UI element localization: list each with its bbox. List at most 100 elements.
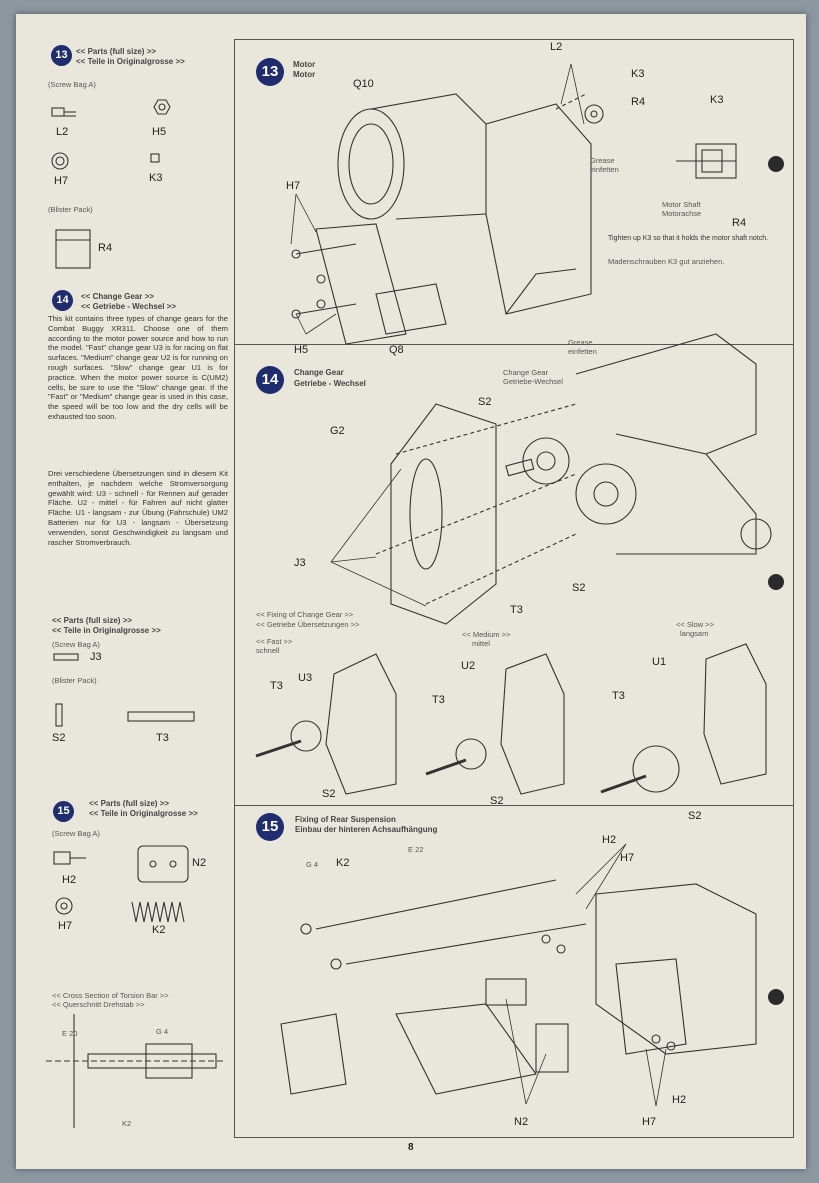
divider-rule [234,805,794,806]
medium-s2: S2 [490,795,504,807]
rs-h2-bottom: H2 [672,1094,687,1106]
s14-title-de: Getriebe - Wechsel [294,379,366,388]
label-s2-top: S2 [478,396,492,408]
rs-e22: E 22 [408,845,424,854]
label-e20: E 20 [62,1029,78,1038]
label-q8: Q8 [389,344,404,356]
s15-parts-de: << Teile in Originalgrosse >> [89,809,198,818]
step-13-big-badge: 13 [256,58,284,86]
step-13-badge: 13 [51,45,72,66]
s13-note-en: Tighten up K3 so that it holds the motor… [608,235,769,242]
s14-parts-de: << Teile in Originalgrosse >> [52,626,161,635]
fixing-title-en: << Fixing of Change Gear >> [256,610,354,619]
binder-hole [768,989,784,1005]
s14-grease-de: einfetten [568,347,597,356]
part-h7-b: H7 [58,920,73,932]
rs-h7-top: H7 [620,852,635,864]
part-k2: K2 [152,924,166,936]
binder-hole [768,156,784,172]
part-h7: H7 [54,175,69,187]
s13-parts-de: << Teile in Originalgrosse >> [76,57,185,66]
part-r4: R4 [98,242,113,254]
s13-grease: Grease [590,156,615,165]
label-h7: H7 [286,180,301,192]
motor-shaft-label-de: Motorachse [662,209,702,218]
label-g4: G 4 [156,1027,169,1036]
slow-label: << Slow >> [676,620,714,629]
binder-hole [768,574,784,590]
s14-blister: (Blister Pack) [52,676,97,685]
s14-grease: Grease [568,338,593,347]
part-t3: T3 [156,732,169,744]
frame-bottom-rule [234,1137,794,1138]
label-h5: H5 [294,344,309,356]
part-n2: N2 [192,857,207,869]
label-r4: R4 [631,96,646,108]
fast-s2: S2 [322,788,336,800]
step-14-badge: 14 [52,290,73,311]
rs-g4: G 4 [306,860,319,869]
part-k3: K3 [149,172,163,184]
fast-label: << Fast >> [256,637,293,646]
s13-screw-bag: (Screw Bag A) [48,80,96,89]
fast-u3: U3 [298,672,313,684]
change-gear-label: Change Gear [503,368,549,377]
label-t3: T3 [510,604,523,616]
s14-screw-bag: (Screw Bag A) [52,640,100,649]
cross-section-title: << Cross Section of Torsion Bar >> [52,991,169,1000]
step-14-big-badge: 14 [256,366,284,394]
fixing-title-de: << Getriebe Übersetzungen >> [256,620,360,629]
fast-label-de: schnell [256,646,280,655]
s15-title-en: Fixing of Rear Suspension [295,815,396,824]
motor-shaft-label: Motor Shaft [662,200,701,209]
s13-grease-de: einfetten [590,165,619,174]
part-h2: H2 [62,874,77,886]
frame-right-rule [793,39,794,1137]
s15-title-de: Einbau der hinteren Achsaufhängung [295,825,438,834]
label-k2: K2 [122,1119,132,1128]
medium-label-de: mittel [472,639,490,648]
label-s2-bottom: S2 [572,582,586,594]
rs-h7-bottom: H7 [642,1116,657,1128]
page-number: 8 [408,1142,414,1153]
label-q10: Q10 [353,78,374,90]
fast-t3: T3 [270,680,283,692]
s13-title-en: Motor [293,60,316,69]
part-h5: H5 [152,126,167,138]
slow-t3: T3 [612,690,625,702]
s14-title-en: Change Gear [294,368,344,377]
divider-rule [234,344,794,345]
s14-head-en: << Change Gear >> [81,292,154,301]
label-j3: J3 [294,557,306,569]
part-j3: J3 [90,651,102,663]
change-gear-label-de: Getriebe-Wechsel [503,377,563,386]
part-l2: L2 [56,126,69,138]
medium-label: << Medium >> [462,630,511,639]
label-k3-inset: K3 [710,94,724,106]
label-l2: L2 [550,41,563,53]
part-s2: S2 [52,732,66,744]
medium-t3: T3 [432,694,445,706]
rs-n2: N2 [514,1116,529,1128]
s13-title-de: Motor [293,70,316,79]
s15-parts-en: << Parts (full size) >> [89,799,170,808]
frame-left-rule [234,39,235,1137]
s14-text-en: This kit contains three types of change … [48,314,228,421]
slow-s2: S2 [688,810,702,822]
step-15-badge: 15 [53,801,74,822]
rs-h2-top: H2 [602,834,617,846]
label-k3: K3 [631,68,645,80]
assembly-drawings [46,63,772,1128]
s13-blister: (Blister Pack) [48,205,93,214]
label-g2: G2 [330,425,345,437]
frame-top-rule [234,39,794,40]
slow-label-de: langsam [680,629,709,638]
manual-page: 13 << Parts (full size) >> << Teile in O… [16,14,806,1169]
step-15-big-badge: 15 [256,813,284,841]
s14-parts-en: << Parts (full size) >> [52,616,133,625]
s13-parts-en: << Parts (full size) >> [76,47,157,56]
medium-u2: U2 [461,660,476,672]
label-r4-inset: R4 [732,217,747,229]
slow-u1: U1 [652,656,667,668]
s14-text-de: Drei verschiedene Übersetzungen sind in … [48,469,228,547]
